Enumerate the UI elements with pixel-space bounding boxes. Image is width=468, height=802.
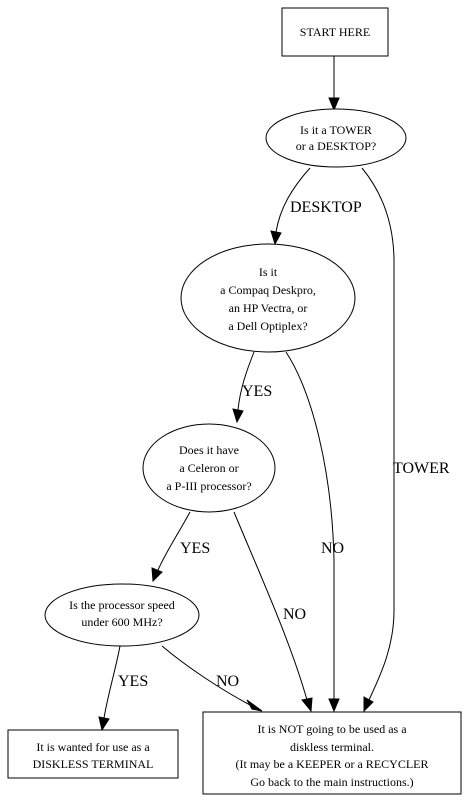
arrowhead-brand-yes bbox=[232, 408, 244, 424]
node-not-diskless-line-2: diskless terminal. bbox=[290, 740, 374, 754]
arrowhead-speed-yes bbox=[98, 716, 110, 732]
node-brand-line-1: Is it bbox=[259, 265, 278, 279]
node-processor-line-2: a Celeron or bbox=[179, 461, 238, 475]
edge-brand-no bbox=[285, 351, 335, 700]
edge-speed-yes bbox=[103, 645, 121, 719]
edge-label-brand-yes: YES bbox=[242, 383, 272, 400]
node-speed-question: Is the processor speed under 600 MHz? bbox=[44, 583, 200, 647]
edge-label-processor-yes: YES bbox=[180, 540, 210, 557]
node-speed-line-1: Is the processor speed bbox=[69, 598, 175, 612]
edge-brand-yes bbox=[237, 351, 255, 411]
node-brand-line-2: a Compaq Deskpro, bbox=[220, 283, 316, 297]
node-diskless-line-2: DISKLESS TERMINAL bbox=[33, 757, 154, 771]
edge-tower bbox=[361, 167, 395, 701]
node-speed-line-2: under 600 MHz? bbox=[81, 615, 162, 629]
edge-label-desktop: DESKTOP bbox=[290, 199, 362, 216]
node-processor-line-1: Does it have bbox=[179, 443, 239, 457]
node-tower-or-desktop-question: Is it a TOWER or a DESKTOP? bbox=[265, 108, 407, 168]
arrowhead-processor-yes bbox=[151, 567, 163, 583]
node-start-here: START HERE bbox=[281, 7, 389, 57]
node-brand-question: Is it a Compaq Deskpro, an HP Vectra, or… bbox=[180, 243, 356, 353]
node-processor-line-3: a P-III processor? bbox=[166, 479, 251, 493]
node-brand-line-3: an HP Vectra, or bbox=[229, 301, 308, 315]
node-diskless-line-1: It is wanted for use as a bbox=[36, 740, 150, 754]
arrowhead-processor-no bbox=[301, 697, 313, 713]
node-diskless-terminal: It is wanted for use as a DISKLESS TERMI… bbox=[7, 729, 179, 779]
node-start-text: START HERE bbox=[300, 25, 370, 39]
edge-label-brand-no: NO bbox=[321, 540, 344, 557]
edge-label-processor-no: NO bbox=[283, 606, 306, 623]
node-not-diskless-line-1: It is NOT going to be used as a bbox=[257, 722, 407, 736]
edge-label-tower: TOWER bbox=[393, 460, 450, 477]
edge-processor-yes bbox=[157, 511, 191, 571]
node-processor-question: Does it have a Celeron or a P-III proces… bbox=[142, 423, 276, 513]
node-tower-question-line-2: or a DESKTOP? bbox=[296, 139, 376, 153]
arrowhead-desktop bbox=[270, 230, 282, 246]
edge-label-speed-no: NO bbox=[216, 673, 239, 690]
edge-processor-no bbox=[233, 511, 308, 701]
node-not-diskless-line-4: Go back to the main instructions.) bbox=[250, 775, 413, 789]
node-not-diskless-line-3: (It may be a KEEPER or a RECYCLER bbox=[236, 757, 429, 771]
edge-desktop bbox=[275, 167, 311, 233]
edge-speed-no bbox=[161, 645, 251, 706]
arrowhead-speed-no bbox=[246, 699, 263, 712]
edge-label-speed-yes: YES bbox=[118, 673, 148, 690]
node-tower-question-line-1: Is it a TOWER bbox=[300, 123, 372, 137]
node-brand-line-4: a Dell Optiplex? bbox=[228, 319, 307, 333]
arrowhead-start bbox=[328, 97, 340, 112]
arrowhead-brand-no bbox=[328, 698, 340, 713]
arrowhead-tower bbox=[363, 696, 374, 713]
node-not-diskless-terminal: It is NOT going to be used as a diskless… bbox=[202, 711, 462, 795]
